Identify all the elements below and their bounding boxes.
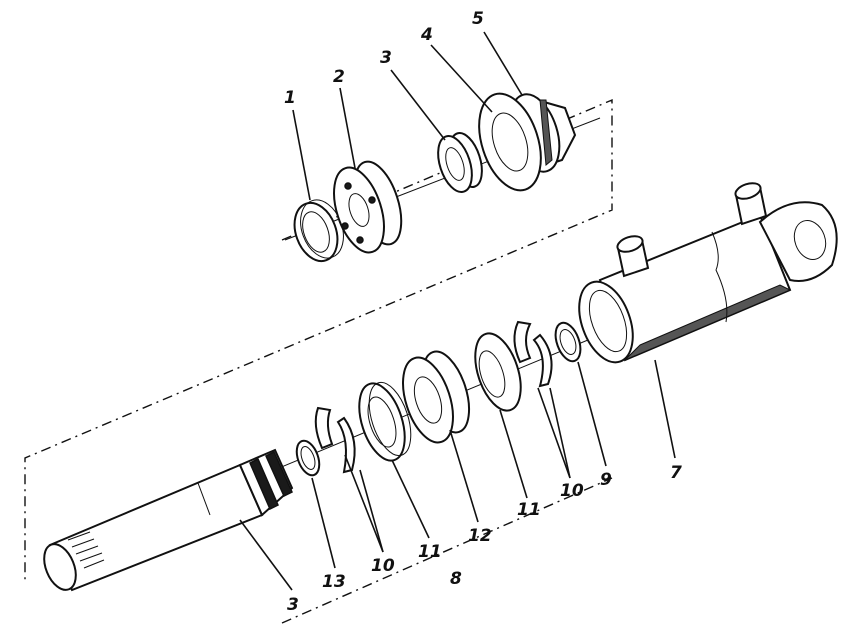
leader-lines (239, 31, 676, 591)
label-part-1: 1 (284, 88, 296, 108)
label-part-13: 13 (322, 572, 346, 592)
label-part-8: 8 (450, 569, 462, 589)
label-part-10-left: 10 (371, 556, 395, 576)
part-13-o-ring (295, 439, 321, 477)
part-10-split-collar-right (513, 320, 553, 388)
part-3-bushing (437, 132, 483, 193)
part-12-piston (402, 350, 471, 444)
upper-group-boundary (24, 98, 613, 624)
label-part-3-top: 3 (380, 48, 392, 68)
label-part-7: 7 (670, 463, 682, 483)
part-1-ring (293, 199, 344, 263)
part-7-cylinder-barrel (578, 182, 838, 364)
part-4-5-gland-head (478, 92, 577, 192)
label-part-3-bottom: 3 (287, 595, 299, 615)
label-part-11-right: 11 (517, 500, 541, 520)
part-10-split-collar-left (314, 406, 356, 474)
label-part-2: 2 (333, 67, 345, 87)
label-part-12: 12 (468, 526, 492, 546)
label-part-10-right: 10 (560, 481, 584, 501)
part-9-o-ring (554, 321, 582, 363)
label-part-9: 9 (600, 470, 612, 490)
label-part-11-left: 11 (418, 542, 442, 562)
label-part-5: 5 (472, 9, 484, 29)
part-11-seal-right (474, 332, 522, 412)
label-part-4: 4 (420, 25, 433, 45)
part-2-flange-nut (333, 160, 403, 254)
part-11-seal-left (358, 381, 412, 462)
part-3-piston-rod (43, 448, 294, 592)
